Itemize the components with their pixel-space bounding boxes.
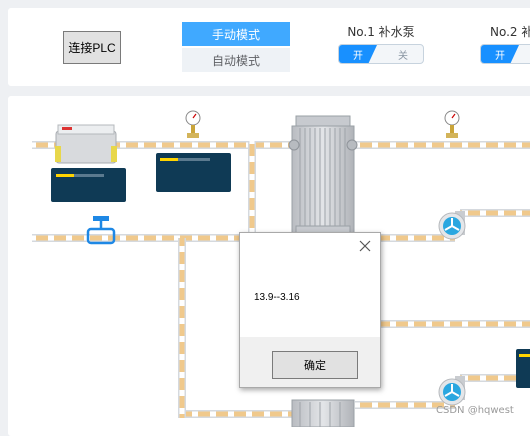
pump1-control: No.1 补水泵 开 关 bbox=[326, 22, 436, 72]
pipe-mid bbox=[32, 209, 530, 242]
pump2-title: No.2 补 bbox=[490, 25, 530, 39]
watermark: CSDN @hqwest bbox=[436, 405, 514, 416]
boiler-icon bbox=[55, 124, 117, 164]
pipe-top bbox=[32, 141, 530, 149]
pressure-gauge-icon-2 bbox=[444, 110, 460, 138]
close-icon[interactable] bbox=[358, 239, 372, 253]
auto-mode-tab[interactable]: 自动模式 bbox=[182, 48, 290, 72]
pump1-switch-off[interactable]: 关 bbox=[398, 50, 408, 62]
ok-button[interactable]: 确定 bbox=[272, 351, 358, 379]
mode-selector: 手动模式 自动模式 bbox=[182, 22, 290, 72]
heat-exchanger bbox=[288, 115, 358, 239]
pump-icon-1[interactable] bbox=[438, 211, 466, 240]
pump2-switch[interactable]: 开 关 bbox=[480, 44, 530, 64]
pressure-gauge-icon bbox=[185, 110, 201, 138]
pump1-switch[interactable]: 开 关 bbox=[338, 44, 424, 64]
pump1-switch-on[interactable]: 开 bbox=[339, 45, 377, 63]
pump1-title: No.1 补水泵 bbox=[347, 25, 415, 39]
pipe-vertical bbox=[178, 141, 256, 418]
manual-mode-tab[interactable]: 手动模式 bbox=[182, 22, 290, 46]
connect-plc-button[interactable]: 连接PLC bbox=[63, 31, 121, 64]
process-diagram bbox=[32, 110, 530, 427]
pipe-lower bbox=[180, 320, 530, 418]
pump2-control: No.2 补 开 关 bbox=[470, 22, 530, 72]
message-dialog: 13.9--3.16 确定 bbox=[239, 232, 381, 388]
display-panel-1 bbox=[51, 168, 126, 202]
display-panel-3 bbox=[516, 349, 530, 388]
pump2-switch-on[interactable]: 开 bbox=[481, 45, 519, 63]
dialog-message: 13.9--3.16 bbox=[254, 292, 300, 303]
pump-icon-2[interactable] bbox=[438, 376, 466, 406]
valve-icon[interactable] bbox=[86, 216, 116, 245]
heat-exchanger-2 bbox=[291, 399, 355, 427]
display-panel-2 bbox=[156, 153, 231, 192]
dialog-footer: 确定 bbox=[240, 337, 380, 387]
